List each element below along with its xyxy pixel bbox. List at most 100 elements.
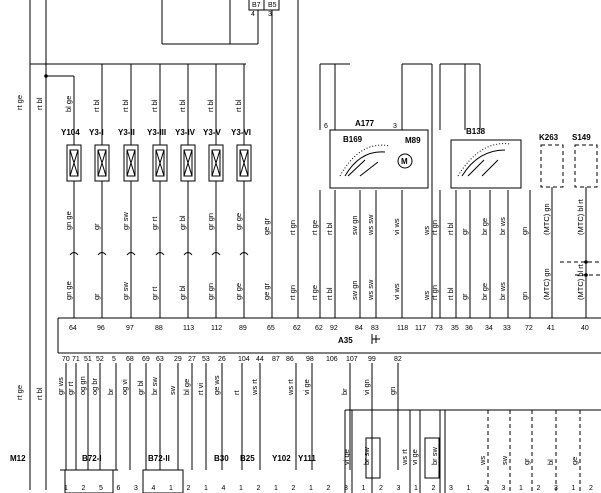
bottom-pin: 2 <box>432 485 436 492</box>
bottom-relay-wire: gr <box>522 458 531 465</box>
injector-top-wire: rt bl <box>150 99 159 112</box>
bottom-pin: 2 <box>257 485 261 492</box>
lower-wire: rt <box>232 390 241 395</box>
bottom-relay-wire: ws rt <box>400 448 409 466</box>
injector-wire: gr ge <box>234 213 243 230</box>
injector-wire: gr sw <box>121 211 130 230</box>
left-wire: rt bl <box>35 97 44 110</box>
bottom-pin: 1 <box>309 485 313 492</box>
bus-pin-upper: 62 <box>293 325 301 332</box>
a177-box <box>329 129 429 189</box>
bottom-component-label: B72-I <box>82 454 102 463</box>
left-wire: rt ge <box>15 95 24 110</box>
bottom-pin: 2 <box>484 485 488 492</box>
injector-wire-lower: gr rt <box>150 286 159 300</box>
injector-label: Y3-IV <box>175 128 196 137</box>
bus-pin-upper: 83 <box>371 325 379 332</box>
bus-pin-upper: 112 <box>211 325 222 332</box>
lower-wire: sw <box>168 385 177 395</box>
top-connector-right: B5 <box>268 2 277 9</box>
mid-wire-lower: rt gn <box>288 285 297 300</box>
bottom-relay-wire: vi ge <box>410 449 419 465</box>
bottom-relay-wire: bl <box>546 459 555 465</box>
bus-pin-upper: 64 <box>69 325 77 332</box>
bottom-component-label: B30 <box>214 454 229 463</box>
mid-wire-lower: sw gn <box>350 280 359 300</box>
lower-wire: vi gn <box>362 379 371 395</box>
injector-wire-lower: gr sw <box>121 281 130 300</box>
injector-wire-lower: gr ge <box>234 283 243 300</box>
bottom-pin: 2 <box>537 485 541 492</box>
lower-wire: og gn <box>78 376 87 395</box>
bus-pin-upper: 41 <box>547 325 555 332</box>
bottom-relay-wire: vi ge <box>342 449 351 465</box>
bottom-pin: 3 <box>554 485 558 492</box>
lower-wire: br <box>106 388 115 395</box>
lower-wire: gr bl <box>136 380 145 395</box>
k263-box <box>540 144 564 188</box>
bottom-pin: 3 <box>134 485 138 492</box>
bus-pin-lower: 99 <box>368 356 376 363</box>
bottom-pin: 1 <box>274 485 278 492</box>
lower-wire: ws rt <box>286 378 295 396</box>
mid-wire-lower: rt ge <box>310 285 319 300</box>
lower-wire: br <box>340 388 349 395</box>
svg-text:M: M <box>401 157 408 166</box>
injector-top-wire: bl ge <box>64 96 73 112</box>
bottom-pin: 3 <box>397 485 401 492</box>
bus-pin-lower: 69 <box>142 356 150 363</box>
bottom-component-label: B72-II <box>148 454 170 463</box>
transistor-icon <box>371 334 380 344</box>
bus-pin-lower: 27 <box>188 356 196 363</box>
mid-wire-lower: ws <box>422 291 431 301</box>
bus-pin-upper: 117 <box>415 325 426 332</box>
mid-wire-lower: gn <box>520 292 529 300</box>
lower-wire: rt vi <box>196 383 205 395</box>
motor-icon <box>397 153 413 169</box>
injector-top-wire: rt bl <box>206 99 215 112</box>
left-wire: rt bl <box>35 387 44 400</box>
injector-wire: gr rt <box>150 216 159 230</box>
bottom-pin: 1 <box>239 485 243 492</box>
bus-pin-lower: 82 <box>394 356 402 363</box>
injector-wire: gr <box>92 223 101 230</box>
lower-wire: ws rt <box>250 378 259 396</box>
bottom-relay-wire: ws <box>478 456 487 466</box>
mid-wire-lower: (MTC) bl rt <box>576 263 585 300</box>
b72-i-box <box>64 469 114 493</box>
mid-wire-lower: rt gn <box>430 285 439 300</box>
bus-pin-lower: 86 <box>286 356 294 363</box>
bus-pin-upper: 118 <box>397 325 408 332</box>
bottom-pin: 1 <box>467 485 471 492</box>
mid-wire: sw gn <box>350 215 359 235</box>
injector-top-wire: rt bl <box>234 99 243 112</box>
injector-label: Y3-II <box>118 128 135 137</box>
bus-pin-upper: 113 <box>183 325 194 332</box>
mid-wire-lower: ws sw <box>366 279 375 301</box>
mid-wire-lower: (MTC) gn <box>542 268 551 300</box>
bus-pin-lower: 29 <box>174 356 182 363</box>
top-connector-pin-left: 4 <box>251 11 255 18</box>
svg-text:6: 6 <box>324 123 328 130</box>
b169-label: B169 <box>343 135 363 144</box>
lower-wire: gr ws <box>56 377 65 395</box>
bottom-relay-wire: sw <box>500 455 509 465</box>
mid-wire-lower: br ge <box>480 283 489 300</box>
bus-pin-upper: 35 <box>451 325 459 332</box>
bottom-relay-wire: ge <box>570 457 579 465</box>
bus-pin-upper: 84 <box>355 325 363 332</box>
injector-label: Y3-III <box>147 128 166 137</box>
s149-box <box>574 144 598 188</box>
mid-wire: (MTC) gn <box>542 203 551 235</box>
sensor-a177-icon <box>344 151 386 177</box>
injector-label: Y3-I <box>89 128 104 137</box>
bottom-relay-wire: br sw <box>362 446 371 465</box>
a35-label: A35 <box>338 336 353 345</box>
bus-pin-lower: 63 <box>156 356 164 363</box>
bottom-pin: 2 <box>187 485 191 492</box>
mid-wire-lower: rt bl <box>446 287 455 300</box>
bottom-pin: 4 <box>222 485 226 492</box>
bus-pin-upper: 34 <box>485 325 493 332</box>
injector-top-wire: rt bl <box>92 99 101 112</box>
bus-pin-lower: 98 <box>306 356 314 363</box>
